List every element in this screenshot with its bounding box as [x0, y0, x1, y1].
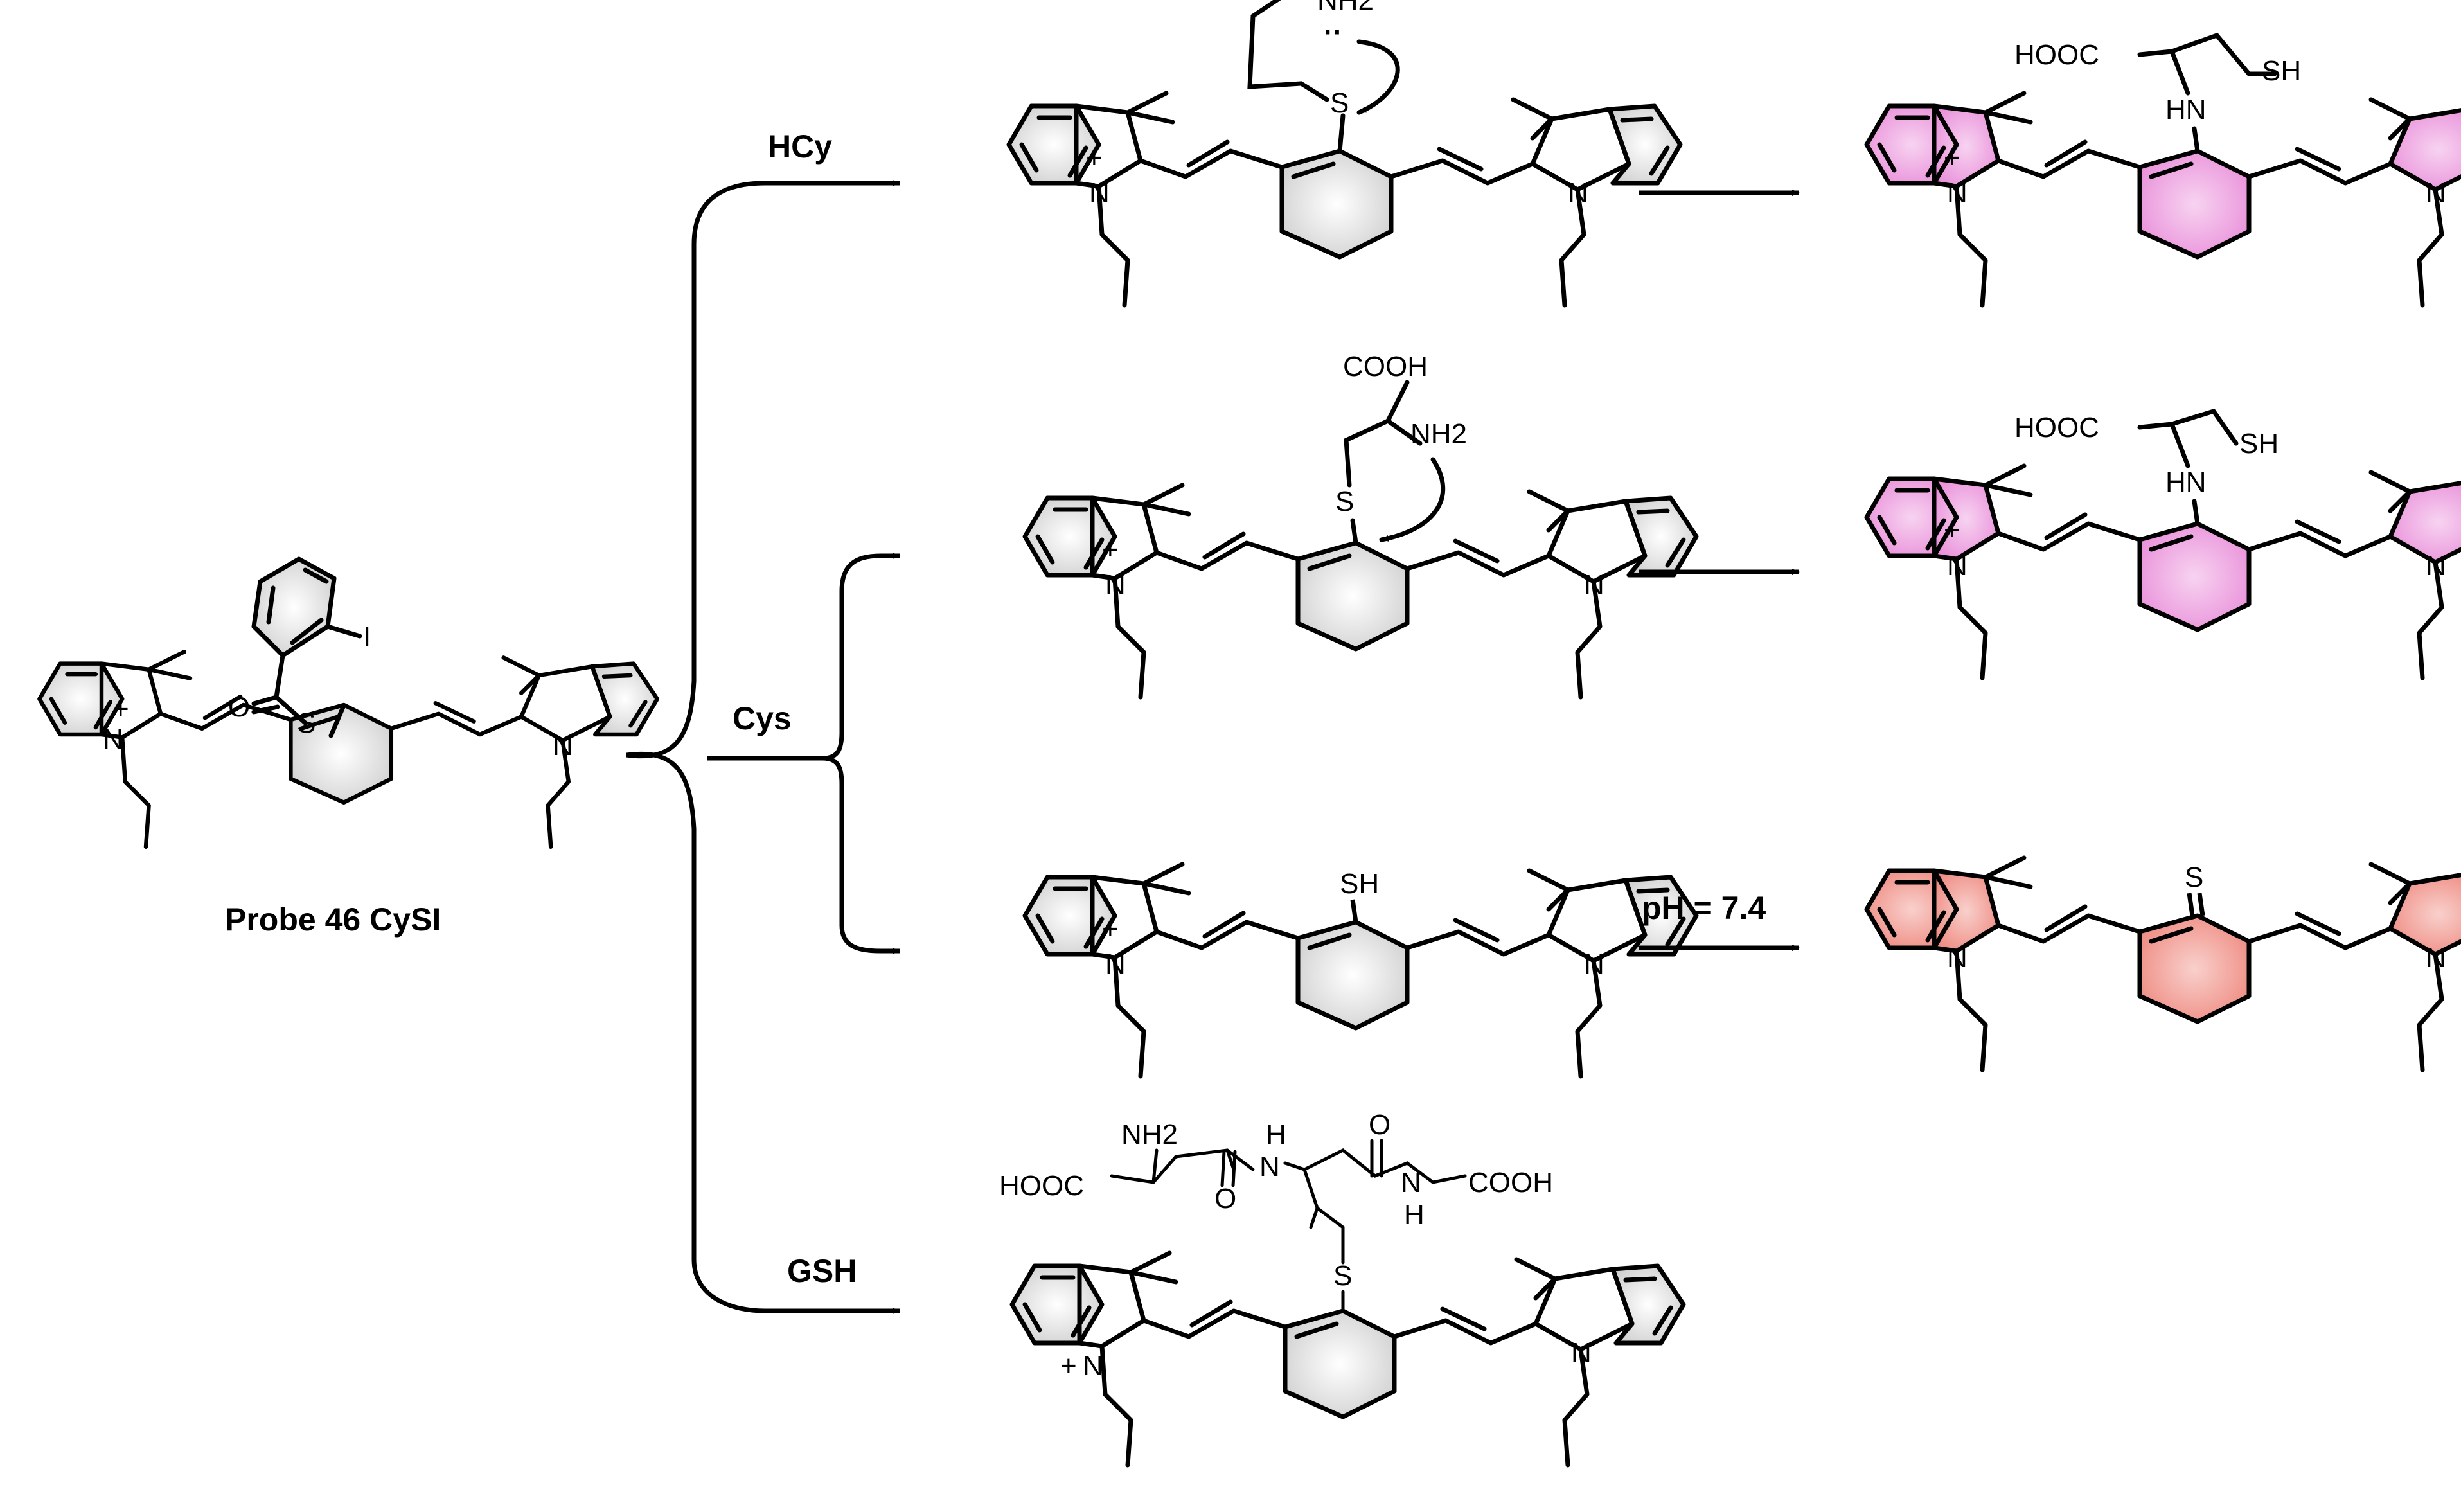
- thiol-intermediate: SH N + N: [1025, 864, 1696, 1076]
- gsh-plus: +: [1060, 1350, 1077, 1382]
- gsh-sulfur: S: [1333, 1260, 1352, 1292]
- thioketone-n-right: N: [2426, 942, 2446, 974]
- gsh-oxygen-1: O: [1214, 1183, 1236, 1214]
- probe-iodine: I: [363, 621, 371, 652]
- hcy-product: HN HOOC SH N + N: [1867, 32, 2461, 305]
- cys-prod-plus: +: [1944, 515, 1960, 546]
- thiol-sh: SH: [1340, 868, 1379, 900]
- probe-oxygen: O: [228, 691, 250, 723]
- hcy-prod-hooc: HOOC: [2014, 39, 2099, 71]
- hcy-plus: +: [1086, 142, 1103, 173]
- cys-nh2: NH2: [1410, 418, 1467, 450]
- hcy-prod-nh: HN: [2165, 94, 2207, 125]
- cys-prod-nh: HN: [2165, 467, 2207, 498]
- cys-cooh: COOH: [1343, 351, 1428, 382]
- arrow-label-gsh: GSH: [787, 1253, 857, 1289]
- cys-product: HN HOOC SH N + N: [1867, 408, 2461, 678]
- thioketone-s: S: [2185, 862, 2203, 893]
- thiol-plus: +: [1102, 913, 1119, 945]
- probe-structure: [39, 652, 657, 847]
- hcy-sulfur: S: [1330, 87, 1349, 119]
- gsh-h-amide2: H: [1404, 1199, 1425, 1231]
- cys-prod-n-right: N: [2426, 550, 2446, 582]
- probe-thioester: [251, 556, 362, 738]
- hcy-prod-sh: SH: [2262, 55, 2301, 87]
- probe-label: Probe 46 CySI: [225, 902, 441, 938]
- hcy-n-right: N: [1568, 177, 1588, 209]
- probe-sulfur: S: [297, 707, 315, 739]
- cys-sulfur: S: [1335, 486, 1354, 517]
- cys-prod-hooc: HOOC: [2014, 412, 2099, 443]
- hcy-nh2: NH2: [1317, 0, 1374, 16]
- cys-intermediate: S COOH NH2 N + N: [1025, 351, 1696, 697]
- gsh-nh2: NH2: [1121, 1119, 1178, 1150]
- cys-prod-n-left: N: [1947, 550, 1968, 582]
- hcy-lonepair: ··: [1324, 17, 1342, 48]
- hcy-prod-n-right: N: [2426, 177, 2446, 209]
- gsh-n-left: N: [1083, 1350, 1103, 1382]
- arrow-label-ph: pH = 7.4: [1642, 890, 1766, 926]
- probe-n-left: N: [103, 724, 123, 755]
- hcy-n-left: N: [1089, 177, 1110, 209]
- arrow-label-hcy: HCy: [768, 129, 832, 165]
- gsh-n-right: N: [1571, 1337, 1592, 1369]
- thiol-n-right: N: [1584, 948, 1604, 980]
- thiol-n-left: N: [1105, 948, 1126, 980]
- gsh-hooc: HOOC: [999, 1170, 1084, 1202]
- hcy-prod-plus: +: [1944, 142, 1960, 173]
- cys-n-right: N: [1584, 569, 1604, 601]
- hcy-intermediate: S COOH NH2 ·· N + N: [1009, 0, 1680, 305]
- cys-n-left: N: [1105, 569, 1126, 601]
- gsh-adduct: S NH2 HOOC N H O O N H COOH + N N: [999, 1109, 1684, 1465]
- thioketone-product: S N N: [1867, 858, 2461, 1070]
- probe-n-right: N: [553, 730, 573, 761]
- arrow-label-cys: Cys: [733, 700, 792, 736]
- gsh-cooh: COOH: [1468, 1167, 1553, 1198]
- gsh-n-amide1: N: [1259, 1151, 1280, 1182]
- branch-brace: [626, 180, 900, 1314]
- gsh-oxygen-2: O: [1369, 1109, 1390, 1141]
- thioketone-n-left: N: [1947, 942, 1968, 974]
- probe-plus: +: [112, 693, 129, 725]
- cys-plus: +: [1102, 534, 1119, 565]
- hcy-prod-n-left: N: [1947, 177, 1968, 209]
- gsh-n-amide2: N: [1401, 1167, 1421, 1198]
- gsh-h-amide1: H: [1266, 1119, 1286, 1150]
- cys-prod-sh: SH: [2239, 428, 2279, 459]
